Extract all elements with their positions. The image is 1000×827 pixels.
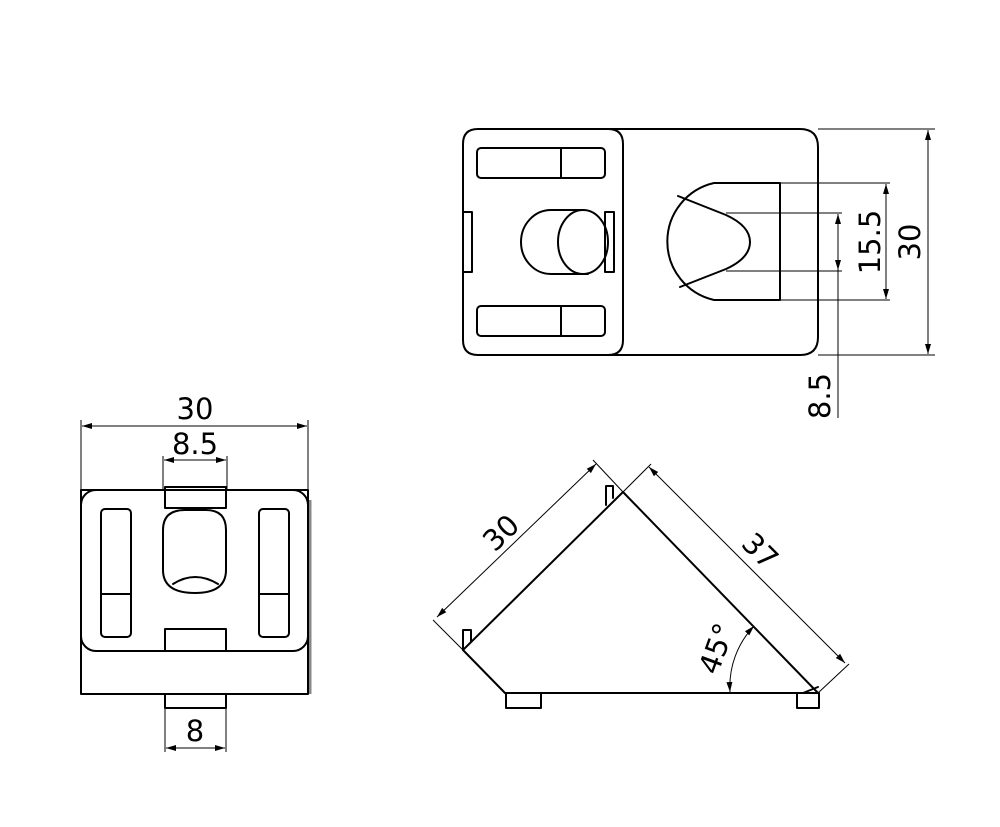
front-plate bbox=[80, 489, 309, 652]
pin-body bbox=[520, 209, 589, 275]
front-bottom-tab bbox=[164, 628, 227, 652]
dim-side-hypotenuse: 37 bbox=[735, 526, 785, 576]
right-tab bbox=[604, 211, 615, 273]
side-top-tab bbox=[605, 485, 614, 506]
dim-front-tab-width: 8.5 bbox=[172, 427, 218, 461]
pin-end bbox=[557, 209, 609, 275]
dim-top-height: 30 bbox=[893, 224, 927, 261]
side-right-foot bbox=[796, 692, 820, 709]
top-view-outline bbox=[462, 128, 819, 356]
side-view: 30 37 45° bbox=[432, 459, 850, 709]
top-view: 30 15.5 8.5 bbox=[462, 128, 935, 419]
front-left-slot bbox=[100, 508, 132, 638]
front-right-slot bbox=[258, 508, 290, 638]
front-center-hole bbox=[162, 509, 227, 594]
lower-slot bbox=[476, 305, 606, 337]
front-top-tab bbox=[164, 486, 227, 509]
dim-front-bottom-tab: 8 bbox=[186, 714, 204, 748]
front-view: 30 8.5 8 bbox=[80, 392, 312, 752]
left-block-outline bbox=[607, 128, 624, 356]
front-lower-tab bbox=[164, 693, 227, 709]
dim-hole-width: 8.5 bbox=[803, 373, 837, 419]
left-tab bbox=[462, 211, 473, 273]
side-left-tab bbox=[462, 629, 472, 651]
dim-slot-width: 15.5 bbox=[853, 210, 887, 275]
side-left-foot bbox=[505, 692, 542, 709]
dim-front-width: 30 bbox=[177, 392, 214, 426]
dim-side-leg: 30 bbox=[476, 508, 526, 558]
countersunk-slot bbox=[666, 182, 781, 301]
upper-slot bbox=[476, 147, 606, 179]
dim-side-angle: 45° bbox=[692, 619, 742, 679]
